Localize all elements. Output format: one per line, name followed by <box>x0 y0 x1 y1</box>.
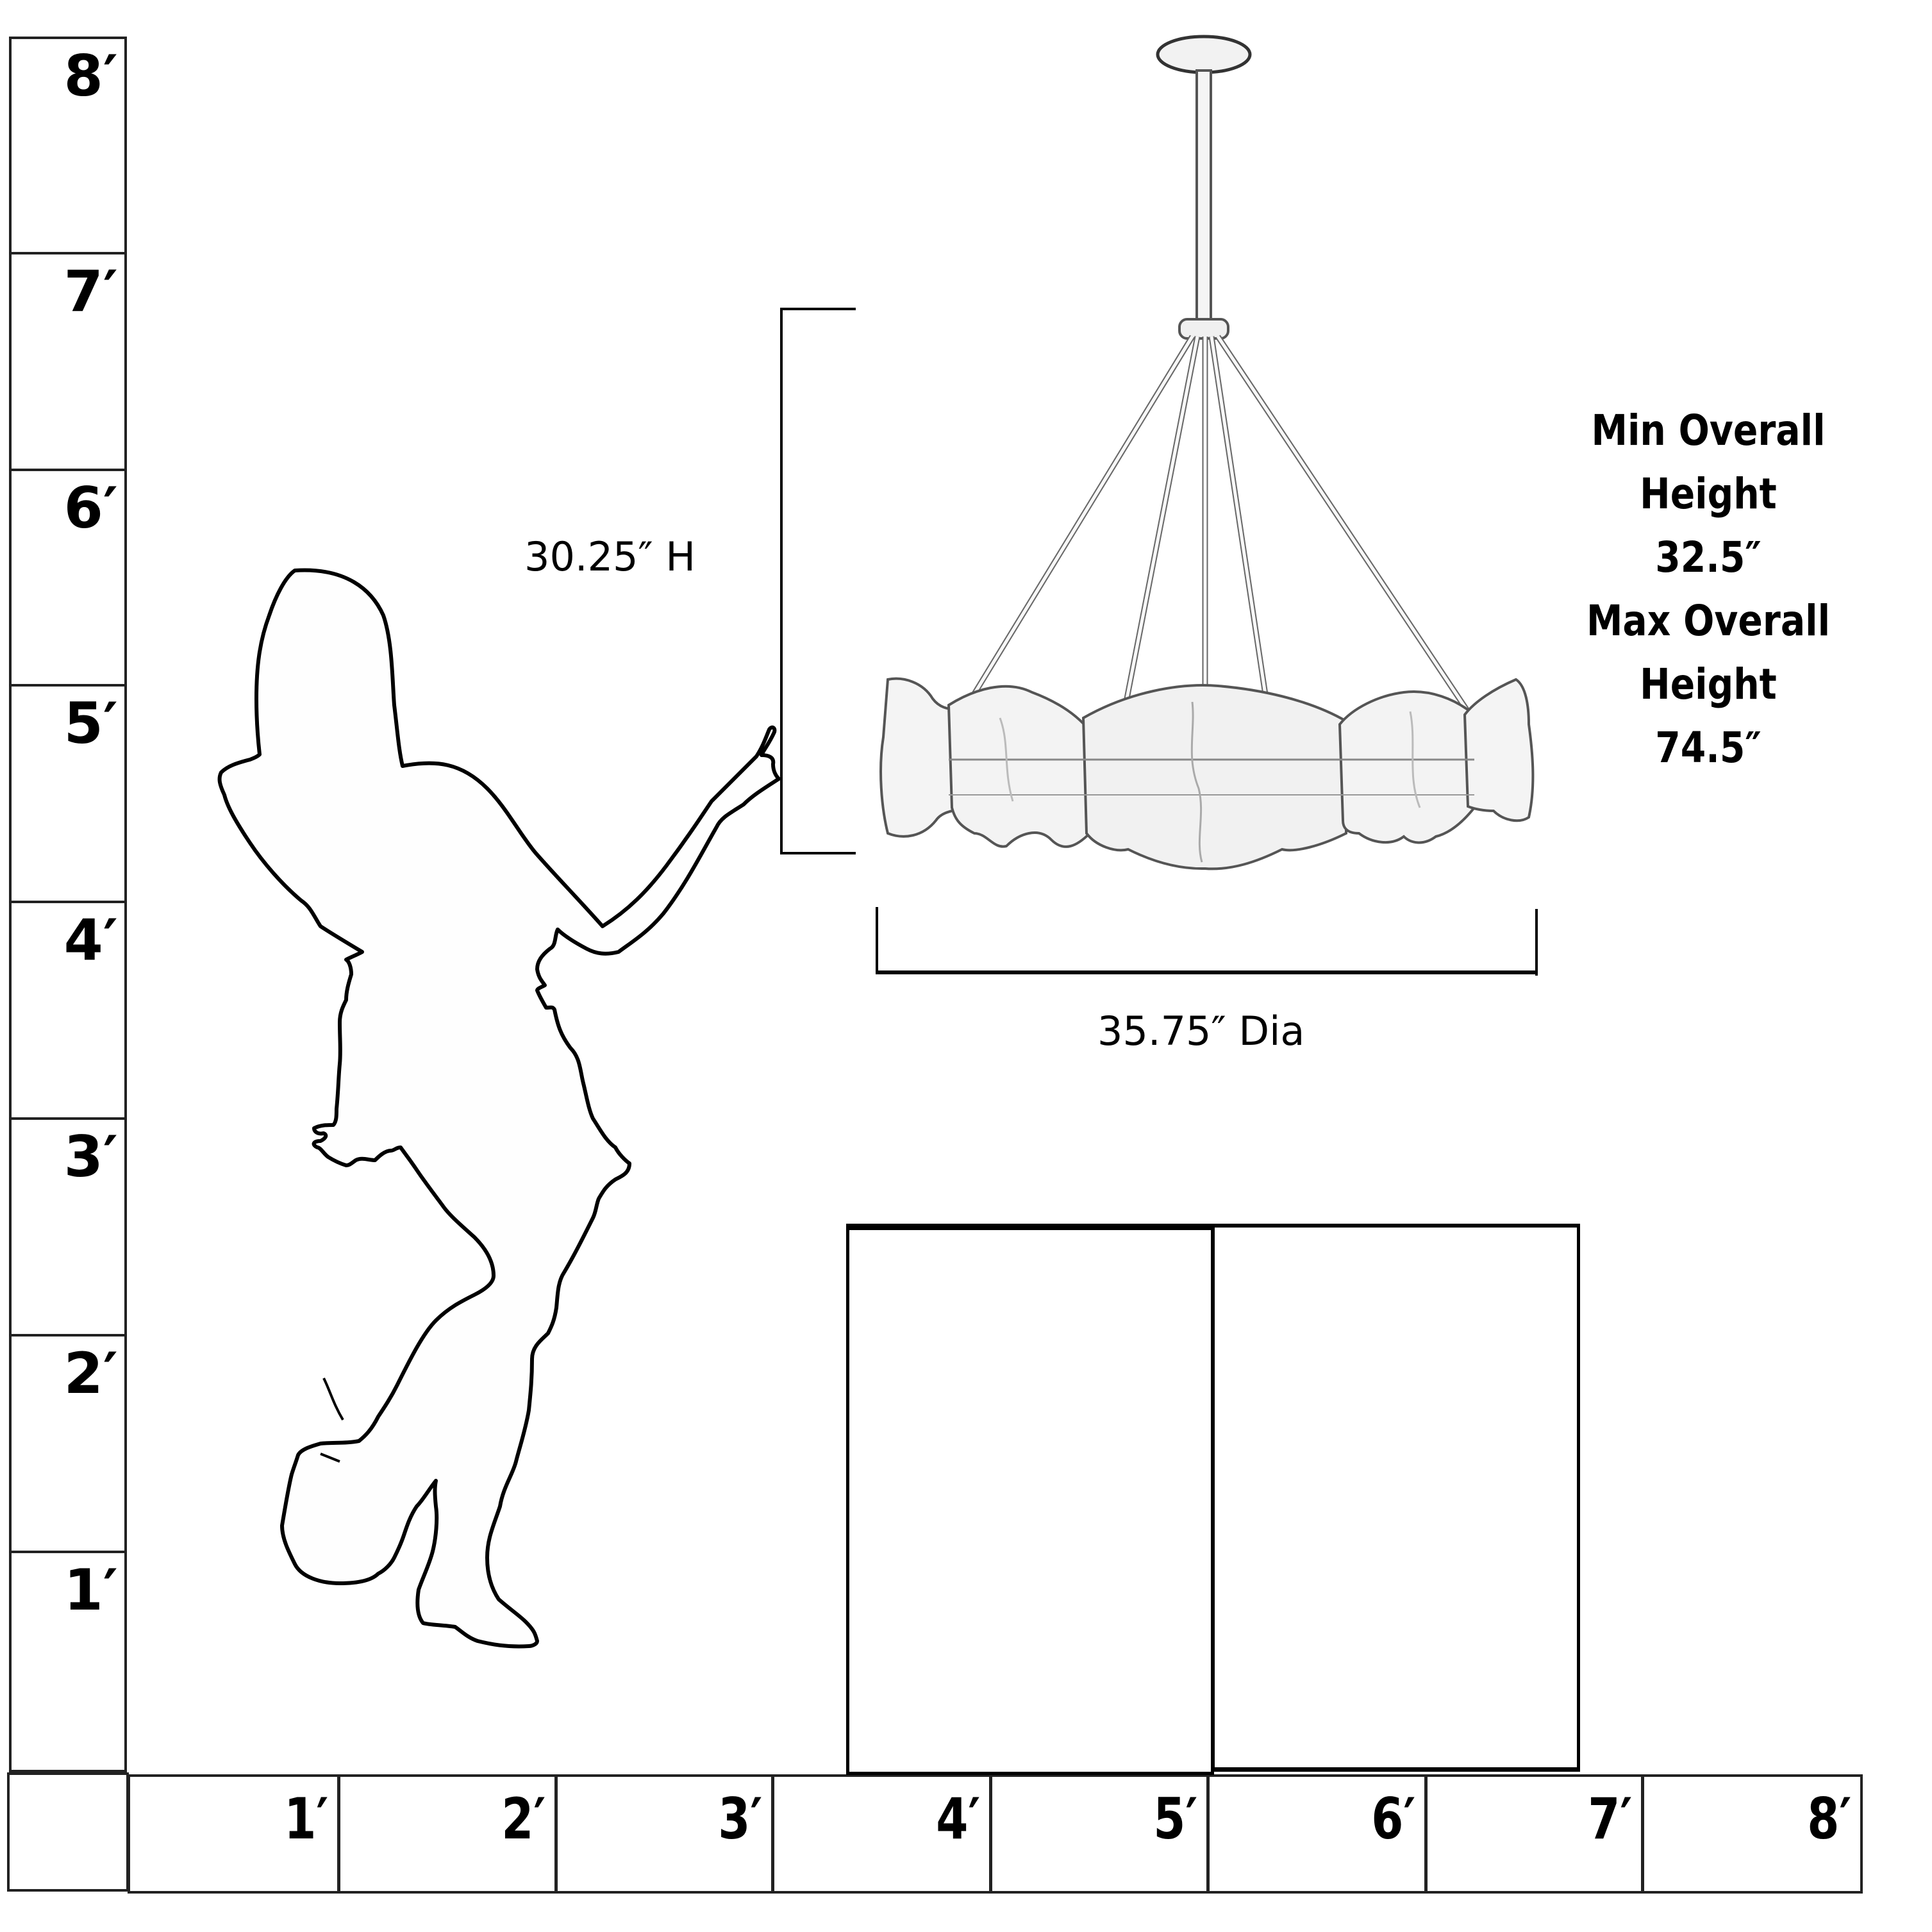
vertical-ruler-cell-5ft: 5′ <box>9 684 127 903</box>
vertical-ruler-cell-2ft: 2′ <box>9 1334 127 1553</box>
diameter-dimension-bracket <box>876 907 1538 976</box>
ruler-label: 8′ <box>63 43 118 109</box>
vertical-ruler-cell-3ft: 3′ <box>9 1117 127 1337</box>
woman-silhouette-icon <box>217 568 781 1649</box>
vertical-ruler-cell-8ft: 8′ <box>9 37 127 254</box>
horizontal-ruler-cell-5ft: 5′ <box>990 1774 1209 1894</box>
min-overall-height-label: Min Overall Height <box>1591 406 1826 519</box>
ruler-label: 8′ <box>1806 1786 1851 1852</box>
horizontal-ruler-cell-4ft: 4′ <box>772 1774 992 1894</box>
height-dimension-label: 30.25″ H <box>524 533 695 580</box>
ruler-label: 5′ <box>63 690 118 756</box>
ruler-label: 6′ <box>63 475 118 541</box>
ruler-label: 6′ <box>1370 1786 1415 1852</box>
horizontal-ruler-cell-2ft: 2′ <box>338 1774 557 1894</box>
cabinet-box-left <box>846 1224 1214 1775</box>
min-overall-height-value: 32.5″ <box>1655 533 1761 582</box>
diameter-dimension-label: 35.75″ Dia <box>1097 1008 1305 1054</box>
ruler-label: 2′ <box>501 1786 545 1852</box>
horizontal-ruler-cell-1ft: 1′ <box>128 1774 340 1894</box>
ruler-label: 4′ <box>935 1786 980 1852</box>
ruler-label: 5′ <box>1153 1786 1197 1852</box>
ruler-label: 7′ <box>1587 1786 1632 1852</box>
max-overall-height-label: Max Overall Height <box>1586 596 1831 709</box>
ruler-label: 3′ <box>717 1786 762 1852</box>
ruler-label: 1′ <box>63 1557 118 1623</box>
vertical-ruler-cell-1ft: 1′ <box>9 1551 127 1772</box>
overall-height-specs: Min Overall Height 32.5″ Max Overall Hei… <box>1487 399 1929 779</box>
chandelier-icon <box>879 35 1535 870</box>
max-overall-height-value: 74.5″ <box>1655 723 1761 772</box>
vertical-ruler-cell-6ft: 6′ <box>9 469 127 687</box>
cabinet-box-right <box>1212 1224 1580 1772</box>
ruler-label: 2′ <box>63 1340 118 1406</box>
ruler-corner-cell <box>7 1772 129 1892</box>
vertical-ruler-cell-4ft: 4′ <box>9 901 127 1120</box>
ruler-label: 3′ <box>63 1124 118 1190</box>
horizontal-ruler-cell-3ft: 3′ <box>555 1774 774 1894</box>
height-dimension-bracket <box>780 308 856 854</box>
horizontal-ruler-cell-8ft: 8′ <box>1642 1774 1863 1894</box>
ruler-label: 7′ <box>63 258 118 324</box>
horizontal-ruler-cell-7ft: 7′ <box>1425 1774 1644 1894</box>
ruler-label: 4′ <box>63 907 118 973</box>
ruler-label: 1′ <box>283 1786 328 1852</box>
